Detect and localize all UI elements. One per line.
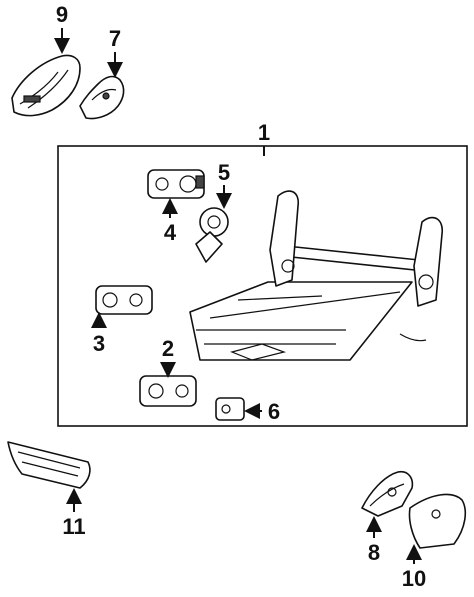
callout-2: 2 xyxy=(162,336,174,361)
part-11-side-cover xyxy=(7,441,91,489)
callout-7: 7 xyxy=(109,26,121,51)
part-8-hinge-bracket xyxy=(361,470,414,517)
part-5-motor xyxy=(195,207,229,263)
callout-11: 11 xyxy=(62,514,85,539)
callout-10: 10 xyxy=(402,566,426,591)
callout-5: 5 xyxy=(218,160,230,185)
callout-8: 8 xyxy=(368,540,380,565)
part-4-motor xyxy=(147,169,205,199)
part-7-bracket xyxy=(79,75,125,120)
part-6-small-motor xyxy=(215,397,245,421)
part-9-trim-cover xyxy=(11,54,81,117)
assembly-frame-box xyxy=(57,145,468,427)
part-2-motor xyxy=(139,375,197,407)
part-3-motor xyxy=(95,285,153,315)
part-10-side-plate xyxy=(408,493,467,549)
callout-3: 3 xyxy=(93,331,105,356)
callout-1: 1 xyxy=(258,120,270,145)
callout-9: 9 xyxy=(56,2,68,27)
callout-6: 6 xyxy=(268,399,280,424)
callout-4: 4 xyxy=(164,220,177,245)
part-1-seat-adjuster xyxy=(189,190,444,361)
